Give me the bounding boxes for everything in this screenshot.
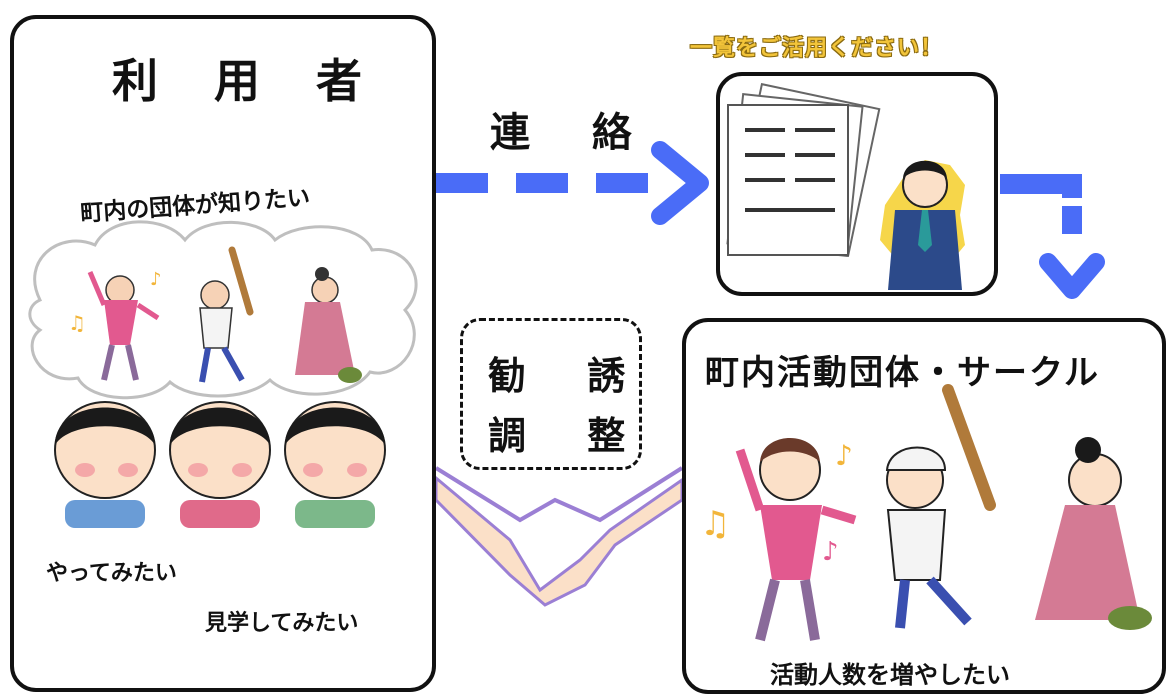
- groups-wish: 活動人数を増やしたい: [770, 661, 1010, 689]
- tea-ceremony-small-illustration: [295, 267, 362, 383]
- businessman-illustration: [880, 160, 965, 290]
- solicit-label: 勧 誘: [488, 354, 650, 398]
- document-list-illustration: [726, 82, 881, 258]
- list-box: [716, 72, 998, 296]
- tea-ceremony-illustration: [1035, 437, 1152, 630]
- svg-text:♪: ♪: [835, 439, 853, 472]
- groups-panel: [682, 318, 1166, 694]
- music-note-icons: ♫ ♪ ♫ ♪ ♪: [68, 269, 853, 567]
- users-panel: [10, 15, 436, 692]
- distribute-arrow: [1000, 174, 1105, 299]
- dancer-illustration: [735, 438, 857, 642]
- users-wish-try: やってみたい: [46, 561, 177, 586]
- svg-text:♫: ♫: [700, 504, 730, 544]
- users-panel-title: 利 用 者: [112, 54, 383, 108]
- svg-text:♫: ♫: [68, 311, 86, 335]
- groups-panel-title: 町内活動団体・サークル: [705, 353, 1100, 393]
- svg-text:♪: ♪: [150, 269, 162, 290]
- users-wish-observe: 見学してみたい: [205, 611, 359, 636]
- svg-text:♪: ♪: [822, 537, 839, 567]
- contact-arrow: [436, 141, 709, 225]
- dancer-small-illustration: [87, 271, 160, 381]
- batter-small-illustration: [199, 246, 254, 383]
- handshake-illustration: [434, 466, 684, 607]
- solicit-coordinate-box: [460, 318, 642, 470]
- list-note: 一覧をご活用ください！: [690, 36, 944, 61]
- coordinate-label: 調 整: [488, 414, 650, 458]
- children-illustration: [54, 401, 386, 528]
- contact-label: 連 絡: [490, 110, 656, 156]
- batter-illustration: [885, 384, 996, 629]
